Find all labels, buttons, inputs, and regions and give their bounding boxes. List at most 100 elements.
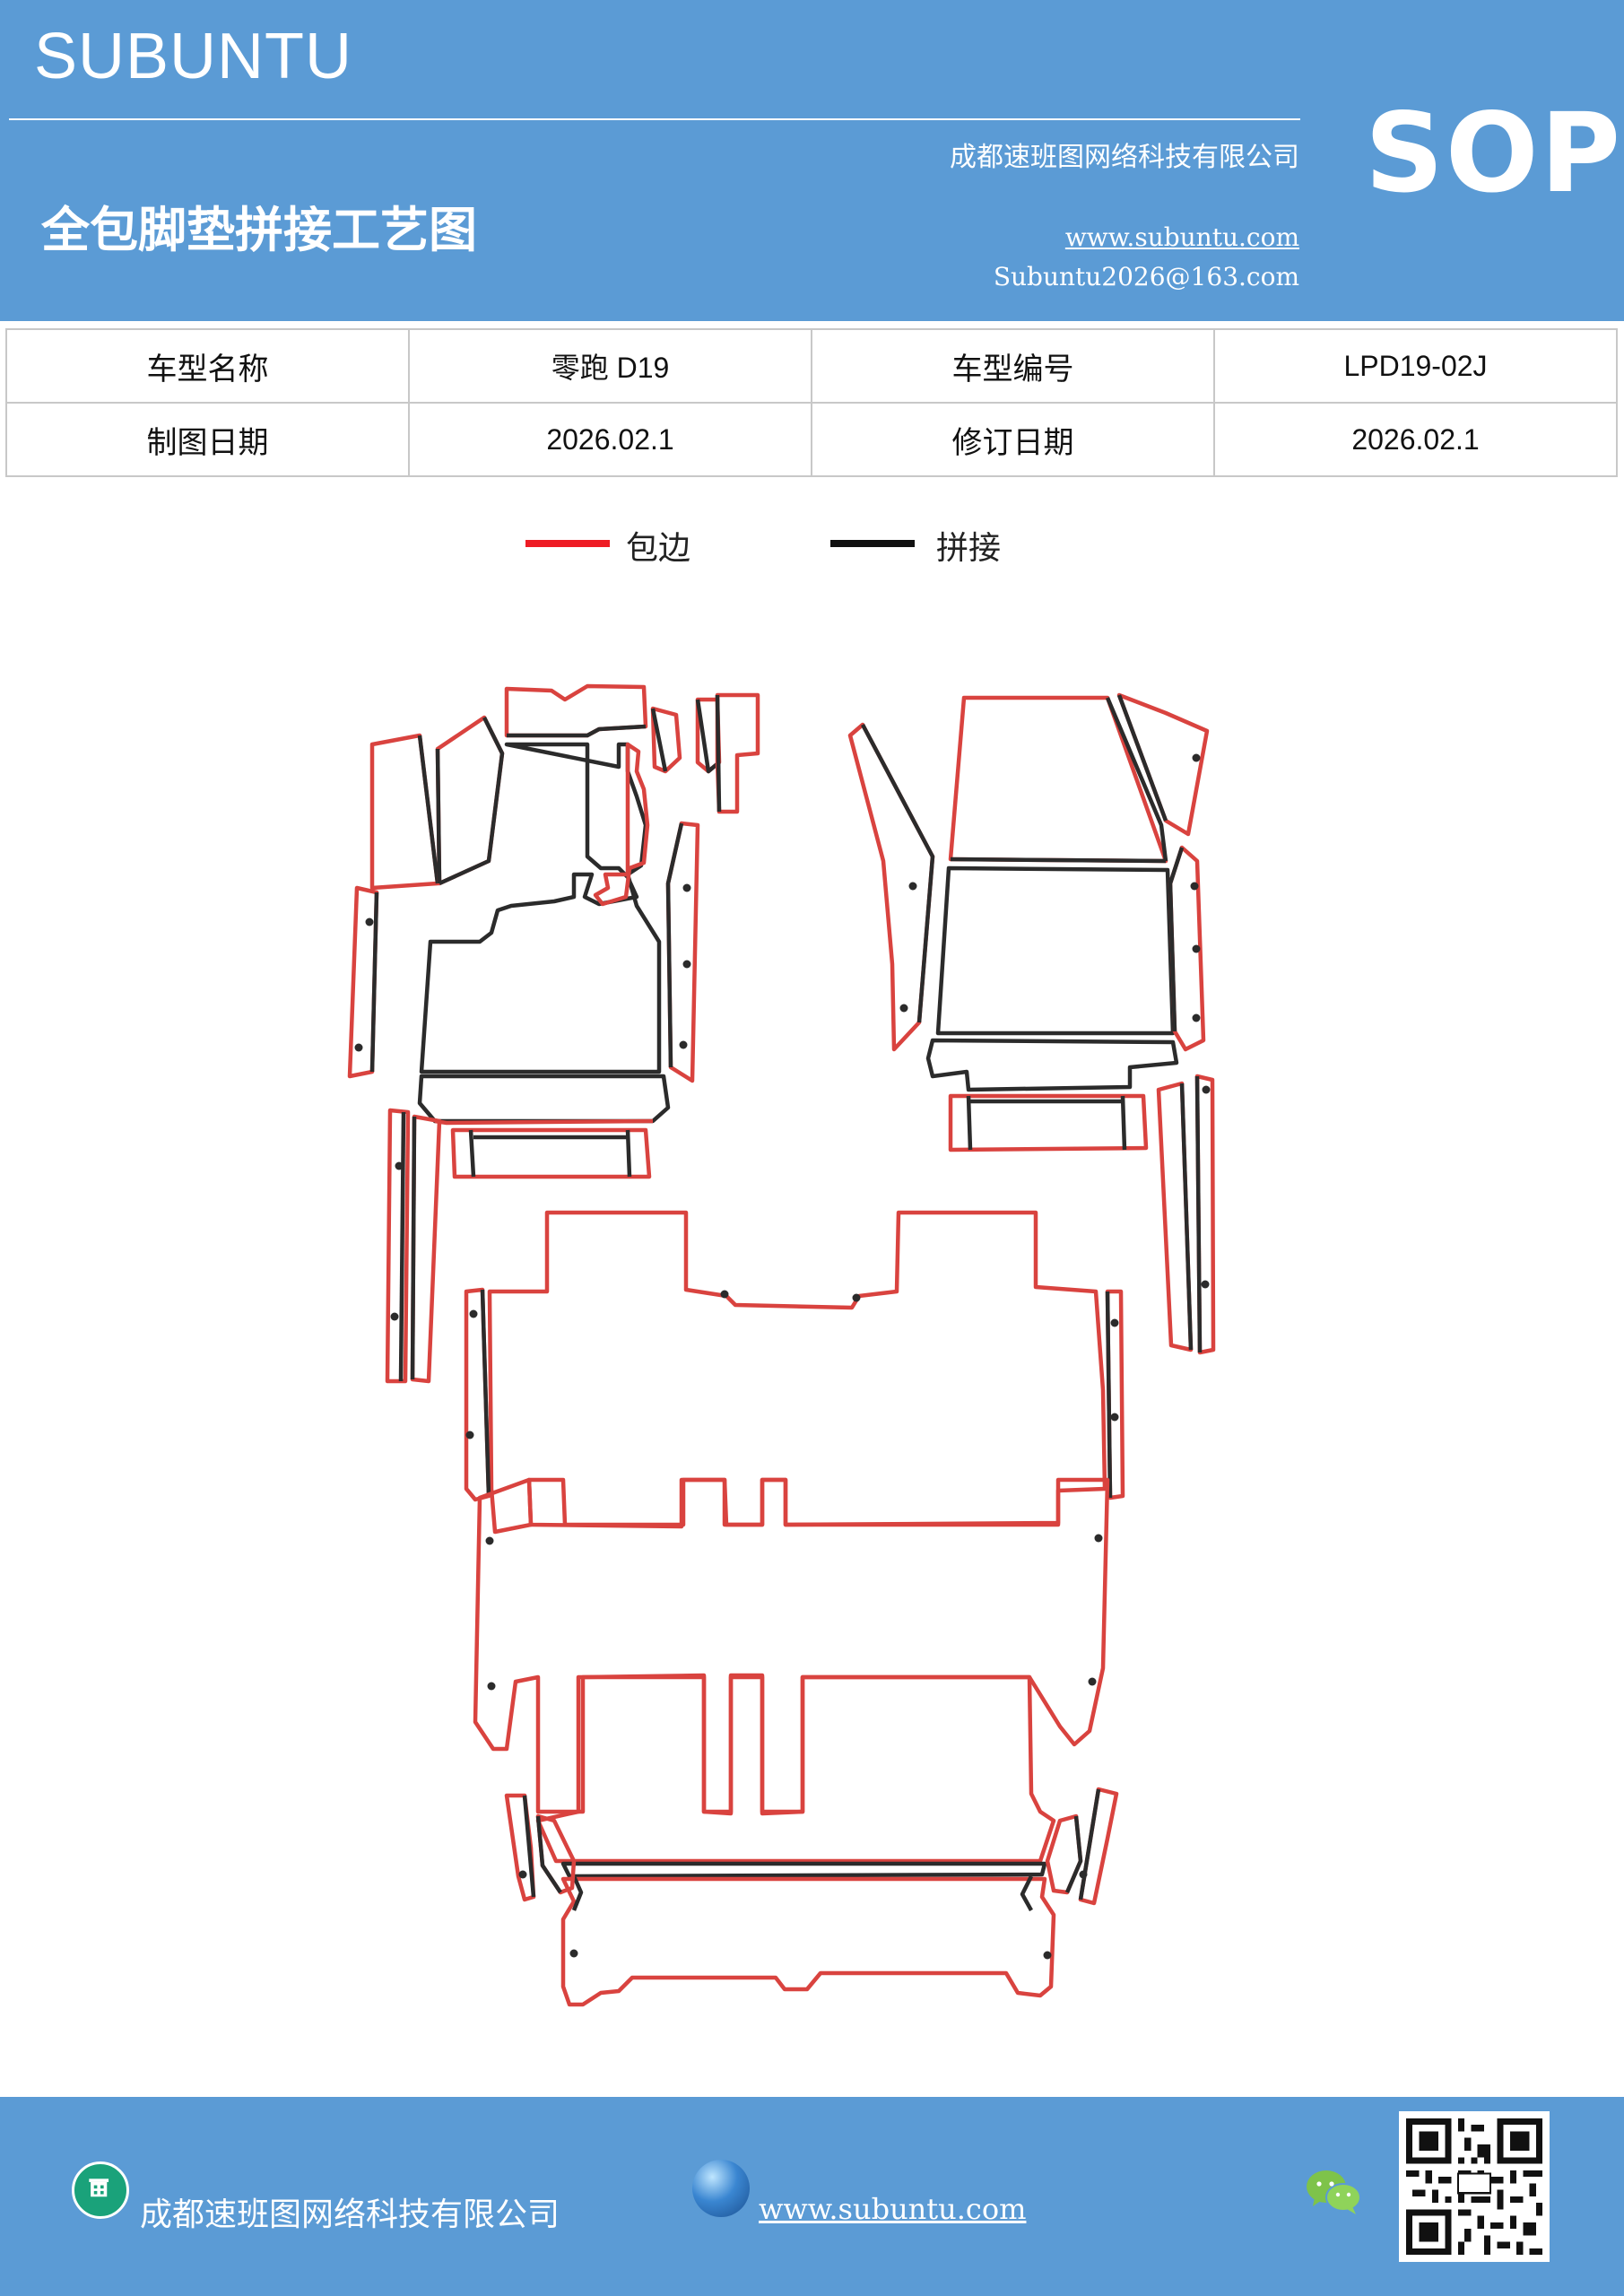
brand-logo-text: SUBUNTU	[34, 21, 353, 92]
mount-hole	[1201, 1280, 1210, 1289]
revision-date-label: 修订日期	[811, 402, 1215, 477]
mount-hole	[1088, 1677, 1097, 1686]
revision-date-value: 2026.02.1	[1213, 402, 1618, 477]
rear-left-strip-b	[410, 1114, 442, 1384]
passenger-threshold-bar	[925, 1038, 1179, 1092]
vehicle-name-label: 车型名称	[5, 328, 410, 404]
legend: 包边 拼接	[0, 522, 1624, 576]
passenger-lower-bar	[948, 1093, 1149, 1152]
mount-hole	[1110, 1413, 1119, 1422]
passenger-right-flap-seam	[1116, 694, 1168, 822]
mount-hole	[1202, 1085, 1211, 1094]
mount-hole	[469, 1309, 478, 1318]
table-row: 车型名称 零跑 D19 车型编号 LPD19-02J	[5, 328, 1618, 404]
driver-pedal-piece-2-seam	[715, 694, 722, 813]
passenger-top-panel-seam	[950, 697, 1168, 864]
sop-badge: SOP	[1365, 90, 1622, 217]
passenger-right-strip-seam	[1168, 847, 1185, 1032]
second-row-right-strip-seam	[1105, 1291, 1113, 1499]
mount-hole	[1094, 1534, 1103, 1543]
third-row-main-panel	[473, 1477, 1110, 1816]
mount-hole	[1079, 1870, 1088, 1879]
mount-hole	[390, 1312, 399, 1321]
driver-main-panel	[419, 742, 662, 1074]
third-row-mat-group	[473, 1477, 1110, 1816]
driver-side-panel-seam	[435, 716, 505, 886]
rear-seam-bar	[560, 1861, 1047, 1879]
driver-left-strip-seam	[417, 735, 440, 884]
rear-left-wing-outer-seam	[522, 1795, 536, 1898]
mount-hole	[569, 1949, 578, 1958]
email-address: Subuntu2026@163.com	[993, 262, 1299, 291]
mount-hole	[682, 960, 691, 969]
footer-website-link[interactable]: www.subuntu.com	[759, 2192, 1027, 2226]
website-link[interactable]: www.subuntu.com	[1064, 222, 1299, 252]
drawing-date-value: 2026.02.1	[408, 402, 812, 477]
mount-hole	[1043, 1951, 1052, 1960]
rear-trunk-panel-seam	[571, 1874, 1034, 1912]
driver-mat-group	[347, 683, 760, 1384]
mount-hole	[899, 1004, 908, 1013]
legend-swatch-edge	[525, 540, 610, 547]
page-header	[0, 0, 1624, 321]
driver-threshold-edge	[434, 1118, 654, 1126]
driver-top-piece-seam	[507, 724, 647, 738]
driver-threshold-bar	[417, 1074, 671, 1124]
legend-label-edge: 包边	[626, 530, 691, 567]
building-icon	[72, 2161, 129, 2219]
mount-hole	[354, 1043, 363, 1052]
vehicle-name-value: 零跑 D19	[408, 328, 812, 404]
legend-label-seam: 拼接	[936, 530, 1002, 567]
driver-pedal-piece-2	[715, 692, 760, 814]
mount-hole	[395, 1161, 404, 1170]
header-divider	[9, 118, 1300, 120]
wechat-icon[interactable]	[1302, 2165, 1365, 2219]
driver-right-tall-strip-seam	[665, 822, 684, 1068]
rear-trunk-mat-group	[504, 1674, 1119, 2007]
passenger-main-panel	[935, 865, 1176, 1036]
vehicle-code-value: LPD19-02J	[1213, 328, 1618, 404]
legend-swatch-seam	[830, 540, 915, 547]
driver-lower-left-strip-seam	[369, 891, 379, 1073]
mount-hole	[518, 1870, 527, 1879]
mount-hole	[465, 1431, 474, 1439]
passenger-rear-strip-a-seam	[1179, 1083, 1194, 1351]
mount-hole	[852, 1293, 861, 1302]
passenger-lower-bar-seam	[966, 1095, 1127, 1151]
rear-right-wing-outer	[1078, 1787, 1119, 1906]
vehicle-info-table: 车型名称 零跑 D19 车型编号 LPD19-02J 制图日期 2026.02.…	[5, 328, 1618, 477]
rear-trunk-panel	[560, 1876, 1056, 2007]
mount-hole	[485, 1536, 494, 1545]
mount-hole	[679, 1040, 688, 1049]
driver-main-panel-edge	[593, 742, 650, 907]
passenger-top-panel	[948, 695, 1168, 864]
rear-left-wing-inner-seam	[535, 1815, 562, 1894]
driver-right-piece	[650, 706, 682, 774]
globe-icon	[692, 2160, 750, 2217]
company-name: 成都速班图网络科技有限公司	[950, 142, 1299, 173]
mount-hole	[1192, 944, 1201, 953]
rear-left-strip-b-seam	[410, 1116, 417, 1380]
second-row-left-strip-seam	[480, 1289, 491, 1497]
driver-lower-bar	[450, 1127, 652, 1179]
second-row-main-panel	[487, 1210, 1107, 1535]
driver-side-panel	[435, 715, 505, 886]
vehicle-code-label: 车型编号	[811, 328, 1215, 404]
rear-right-wing-inner-seam	[1064, 1815, 1083, 1893]
mount-hole	[1192, 1013, 1201, 1022]
rear-left-strip-a	[385, 1108, 411, 1384]
mount-hole	[720, 1290, 729, 1299]
mount-hole	[1190, 882, 1199, 891]
mount-hole	[908, 882, 917, 891]
passenger-left-wing-seam	[861, 723, 935, 1023]
rear-seat-back-panel	[535, 1674, 1056, 1864]
drawing-date-label: 制图日期	[5, 402, 410, 477]
qr-code	[1399, 2111, 1550, 2262]
second-row-mat-group	[464, 1210, 1125, 1535]
document-title: 全包脚垫拼接工艺图	[41, 202, 477, 258]
mount-hole	[1192, 753, 1201, 762]
rear-right-wing-outer-seam	[1078, 1788, 1101, 1900]
mount-hole	[487, 1682, 496, 1691]
rear-left-strip-a-seam	[398, 1111, 406, 1382]
